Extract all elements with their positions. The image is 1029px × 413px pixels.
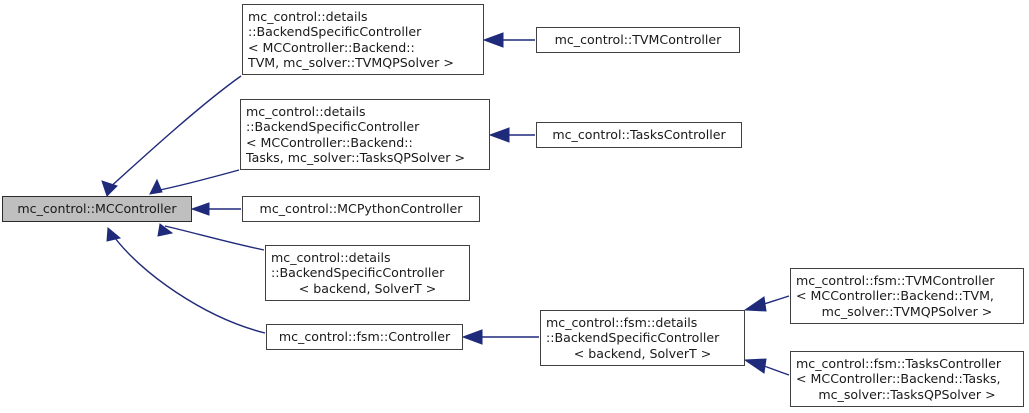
node-label-line: < backend, SolverT > <box>298 280 437 296</box>
node-label-line: mc_control::fsm::Controller <box>278 329 451 345</box>
edge-fsm-tvm-to-fsm-details <box>743 295 790 312</box>
node-mc-control-fsm-taskscontroller[interactable]: mc_control::fsm::TasksController < MCCon… <box>790 351 1024 407</box>
node-mc-control-tvmcontroller[interactable]: mc_control::TVMController <box>536 27 740 53</box>
node-label-line: mc_control::MCController <box>17 201 177 217</box>
node-label-line: mc_control::fsm::TasksController <box>796 356 1002 372</box>
node-label-line: < MCController::Backend::TVM, <box>796 288 994 304</box>
node-label-line: TVM, mc_solver::TVMQPSolver > <box>248 54 454 70</box>
node-mc-control-fsm-details-backendspecificcontroller-generic[interactable]: mc_control::fsm::details ::BackendSpecif… <box>540 310 745 366</box>
edge-tvmcontroller-to-details-tvm <box>482 32 535 48</box>
node-mc-control-mccontroller[interactable]: mc_control::MCController <box>2 196 192 222</box>
node-mc-control-fsm-controller[interactable]: mc_control::fsm::Controller <box>266 324 463 350</box>
node-label-line: mc_control::MCPythonController <box>259 201 463 217</box>
node-label-line: mc_control::details <box>246 104 366 120</box>
node-label-line: < MCController::Backend::Tasks, <box>796 371 1001 387</box>
edge-fsm-tasks-to-fsm-details <box>743 358 790 376</box>
node-label-line: ::BackendSpecificController <box>271 265 445 281</box>
node-mc-control-taskscontroller[interactable]: mc_control::TasksController <box>536 122 742 148</box>
node-label-line: mc_control::fsm::details <box>546 315 698 331</box>
edge-taskscontroller-to-details-tasks <box>488 127 535 143</box>
node-label-line: mc_control::TVMController <box>554 32 722 48</box>
node-mc-control-details-backendspecificcontroller-tvm[interactable]: mc_control::details ::BackendSpecificCon… <box>242 4 484 75</box>
node-label-line: < backend, SolverT > <box>573 345 712 361</box>
node-label-line: mc_control::details <box>248 9 368 25</box>
node-label-line: ::BackendSpecificController <box>248 24 422 40</box>
edge-details-tasks-to-mccontroller <box>149 169 240 195</box>
node-mc-control-details-backendspecificcontroller-generic[interactable]: mc_control::details ::BackendSpecificCon… <box>265 245 470 301</box>
node-label-line: mc_solver::TasksQPSolver > <box>818 386 996 402</box>
edge-fsm-controller-to-mccontroller <box>106 226 266 334</box>
node-label-line: < MCController::Backend:: <box>248 39 415 55</box>
edge-mcpythoncontroller-to-mccontroller <box>190 202 241 216</box>
edge-fsm-details-to-fsm-controller <box>461 329 539 345</box>
edge-details-tvm-to-mccontroller <box>101 75 242 197</box>
node-label-line: ::BackendSpecificController <box>546 330 720 346</box>
edge-details-generic-to-mccontroller <box>157 223 265 251</box>
node-label-line: mc_control::details <box>271 250 391 266</box>
node-label-line: mc_control::TasksController <box>552 127 726 143</box>
node-mc-control-mcpythoncontroller[interactable]: mc_control::MCPythonController <box>242 196 480 222</box>
node-label-line: Tasks, mc_solver::TasksQPSolver > <box>246 149 466 165</box>
node-label-line: mc_control::fsm::TVMController <box>796 273 995 289</box>
node-mc-control-details-backendspecificcontroller-tasks[interactable]: mc_control::details ::BackendSpecificCon… <box>240 99 490 170</box>
node-label-line: ::BackendSpecificController <box>246 119 420 135</box>
node-label-line: mc_solver::TVMQPSolver > <box>821 303 993 319</box>
node-mc-control-fsm-tvmcontroller[interactable]: mc_control::fsm::TVMController < MCContr… <box>790 268 1024 324</box>
node-label-line: < MCController::Backend:: <box>246 134 413 150</box>
